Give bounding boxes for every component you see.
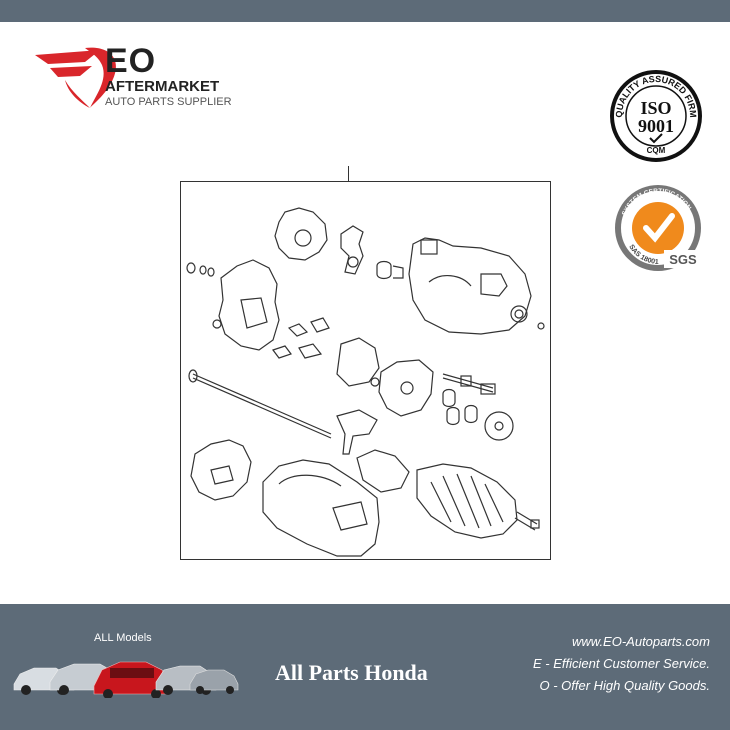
website-link[interactable]: www.EO-Autoparts.com bbox=[572, 634, 710, 649]
slogan-efficient: E - Efficient Customer Service. bbox=[533, 656, 710, 671]
brand-subtitle: AFTERMARKET bbox=[105, 78, 220, 95]
starter-motor-exploded-icon bbox=[186, 207, 545, 557]
car-lineup-icon bbox=[13, 661, 239, 698]
slogan-offer: O - Offer High Quality Goods. bbox=[539, 678, 710, 693]
all-models-label: ALL Models bbox=[94, 632, 152, 644]
top-band bbox=[0, 0, 730, 22]
iso-9001-badge-icon: QUALITY ASSURED FIRM ISO 9001 CQM bbox=[610, 70, 702, 162]
iso-title: ISO bbox=[640, 98, 671, 118]
brand-tagline: AUTO PARTS SUPPLIER bbox=[105, 96, 232, 108]
callout-leader-line bbox=[348, 166, 349, 181]
eo-logo-icon bbox=[35, 47, 116, 108]
brand-name: EO bbox=[105, 42, 157, 80]
sgs-ohsas-badge-icon: SYSTEM CERTIFICATION OHSAS 18001 SGS bbox=[612, 184, 702, 271]
iso-number: 9001 bbox=[638, 116, 674, 136]
sgs-mark: SGS bbox=[669, 252, 697, 267]
iso-footer: CQM bbox=[647, 146, 666, 155]
all-parts-title: All Parts Honda bbox=[275, 660, 428, 685]
starter-diagram bbox=[180, 181, 551, 560]
